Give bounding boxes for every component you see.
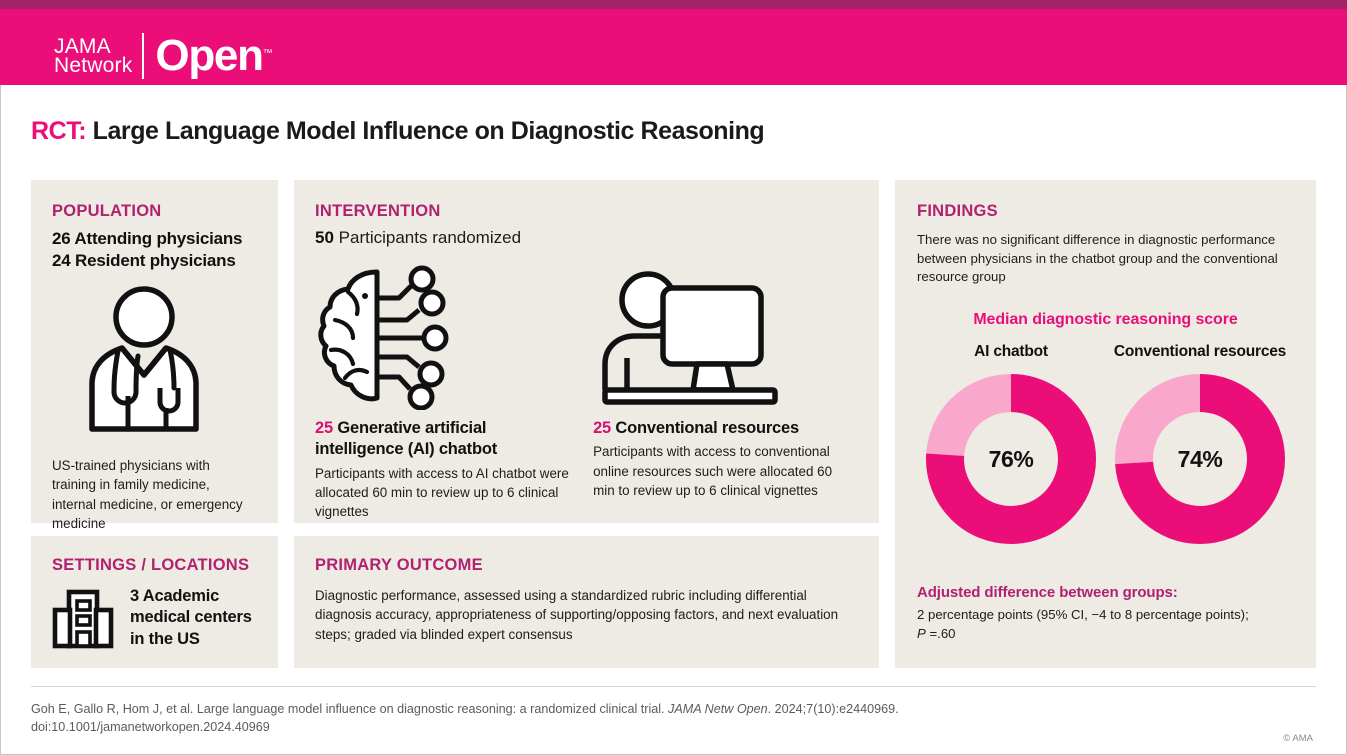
logo-wordmark-text: Open <box>155 31 264 80</box>
adjusted-difference-value: 2 percentage points (95% CI, −4 to 8 per… <box>917 607 1249 622</box>
citation-doi: doi:10.1001/jamanetworkopen.2024.40969 <box>31 720 270 735</box>
chart-title: Median diagnostic reasoning score <box>973 311 1238 329</box>
physician-icon <box>74 284 258 441</box>
intervention-kicker: INTERVENTION <box>315 202 441 220</box>
brain-ai-icon <box>315 260 569 410</box>
settings-kicker: SETTINGS / LOCATIONS <box>52 556 250 574</box>
donut-value-ai-chatbot: 76% <box>988 445 1034 472</box>
panel-intervention: INTERVENTION 50 Participants randomized <box>294 180 879 523</box>
donut-value-conventional: 74% <box>1177 445 1223 472</box>
panel-findings: FINDINGS There was no significant differ… <box>895 180 1316 668</box>
intervention-lead-number: 50 <box>315 228 334 247</box>
brand-header-band: JAMA Network Open™ <box>0 9 1347 85</box>
logo-line-network: Network <box>54 54 133 77</box>
p-rest: =.60 <box>925 625 956 641</box>
logo-line-jama: JAMA <box>54 34 111 58</box>
adjusted-difference-block: Adjusted difference between groups: 2 pe… <box>917 584 1296 643</box>
panel-settings-locations: SETTINGS / LOCATIONS 3 Academic medical … <box>31 536 278 668</box>
citation-part-b: . 2024;7(10):e2440969. <box>767 702 899 716</box>
population-note: US-trained physicians with training in f… <box>52 458 243 532</box>
adjusted-difference-pvalue: P =.60 <box>917 626 956 641</box>
jama-network-open-logo: JAMA Network Open™ <box>54 29 273 83</box>
donut-chart-conventional: 74% <box>1108 369 1292 549</box>
footer-divider <box>31 686 1316 687</box>
jama-network-text: JAMA Network <box>54 34 142 77</box>
logo-divider <box>142 33 145 79</box>
findings-lead-text: There was no significant difference in d… <box>917 232 1278 285</box>
p-italic: P <box>917 625 926 641</box>
population-line-1: 26 Attending physicians <box>52 229 243 248</box>
intervention-arm-chatbot-number: 25 <box>315 419 333 437</box>
intervention-lead: 50 Participants randomized <box>315 228 857 248</box>
page-title-text: Large Language Model Influence on Diagno… <box>92 117 765 145</box>
outcome-text: Diagnostic performance, assessed using a… <box>315 588 839 642</box>
outcome-kicker: PRIMARY OUTCOME <box>315 556 483 574</box>
trademark-symbol: ™ <box>262 48 273 59</box>
findings-kicker: FINDINGS <box>917 202 998 220</box>
citation: Goh E, Gallo R, Hom J, et al. Large lang… <box>31 700 1031 737</box>
panel-primary-outcome: PRIMARY OUTCOME Diagnostic performance, … <box>294 536 879 668</box>
population-line-2: 24 Resident physicians <box>52 251 236 271</box>
intervention-arm-chatbot-title: 25 Generative artificial intelligence (A… <box>315 418 569 461</box>
donut-label-row: AI chatbot Conventional resources <box>917 343 1294 361</box>
settings-text: 3 Academic medical centers in the US <box>130 587 252 648</box>
donut-chart-row: 76% 74% <box>917 369 1294 549</box>
top-accent-stripe <box>0 0 1347 9</box>
intervention-arm-conventional-number: 25 <box>593 419 612 437</box>
intervention-arm-conventional: 25 Conventional resources Participants w… <box>593 260 857 522</box>
page-title: RCT: Large Language Model Influence on D… <box>31 117 765 146</box>
donut-label-ai-chatbot: AI chatbot <box>974 343 1048 361</box>
citation-part-a: Goh E, Gallo R, Hom J, et al. Large lang… <box>31 702 669 716</box>
donut-label-conventional: Conventional resources <box>1113 343 1287 361</box>
intervention-lead-text: Participants randomized <box>338 228 522 247</box>
intervention-arm-chatbot-title-text: Generative artificial intelligence (AI) … <box>315 419 498 459</box>
hospital-building-icon <box>52 586 114 655</box>
intervention-arm-conventional-desc: Participants with access to conventional… <box>593 444 833 499</box>
intervention-arm-conventional-title-text: Conventional resources <box>615 419 799 437</box>
adjusted-difference-heading: Adjusted difference between groups: <box>917 584 1178 601</box>
adjusted-difference-text: 2 percentage points (95% CI, −4 to 8 per… <box>917 606 1296 643</box>
copyright-notice: © AMA <box>1283 733 1313 744</box>
logo-wordmark-open: Open™ <box>155 34 272 78</box>
population-kicker: POPULATION <box>52 202 162 220</box>
page-title-prefix: RCT: <box>31 117 87 145</box>
intervention-arm-conventional-title: 25 Conventional resources <box>593 418 857 439</box>
panel-population: POPULATION 26 Attending physicians 24 Re… <box>31 180 278 531</box>
intervention-arm-chatbot-desc: Participants with access to AI chatbot w… <box>315 465 569 520</box>
citation-journal: JAMA Netw Open <box>668 702 768 716</box>
person-at-computer-icon <box>593 260 857 410</box>
intervention-arm-chatbot: 25 Generative artificial intelligence (A… <box>315 260 569 522</box>
donut-chart-ai-chatbot: 76% <box>919 369 1103 549</box>
